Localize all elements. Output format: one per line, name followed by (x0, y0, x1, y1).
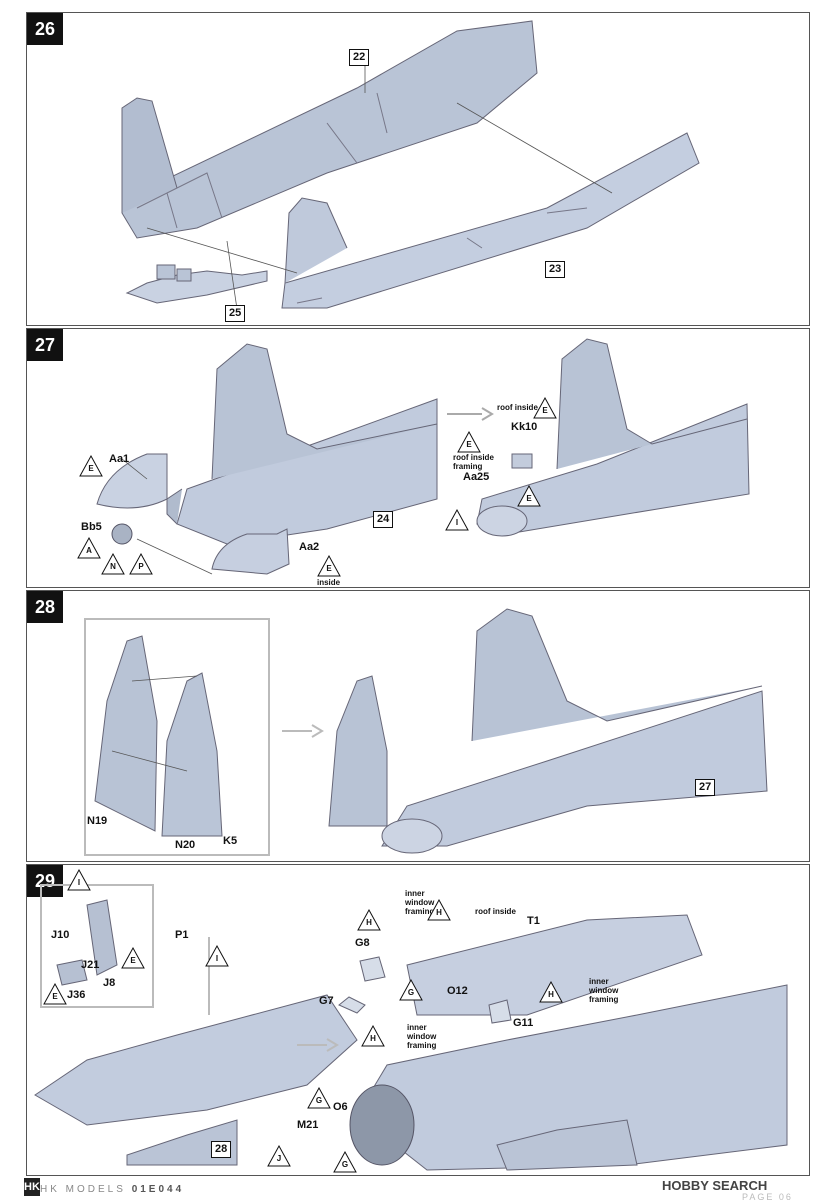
step-29-drawing (34, 884, 788, 1171)
color-callout-triangle: J (267, 1145, 291, 1167)
part-g8-label: G8 (355, 937, 370, 949)
part-aa1-label: Aa1 (109, 453, 130, 465)
color-callout-triangle: P (129, 553, 153, 575)
color-callout-triangle: H (539, 981, 563, 1003)
color-callout-triangle: E (517, 485, 541, 507)
roof-inside-framing-note: roof inside framing (453, 453, 494, 471)
part-ref-23: 23 (545, 261, 566, 278)
part-bb5-label: Bb5 (81, 521, 102, 533)
color-callout-triangle: I (205, 945, 229, 967)
color-callout-triangle: E (533, 397, 557, 419)
part-ref-22: 22 (349, 49, 370, 66)
step-28-panel: 28 N19 N20 K5 27 (26, 590, 810, 862)
color-callout-triangle: I (67, 869, 91, 891)
part-o12-label: O12 (447, 985, 468, 997)
part-k5-label: K5 (223, 835, 238, 847)
color-callout-triangle: G (333, 1151, 357, 1173)
hobby-search-watermark: HOBBY SEARCH (662, 1178, 768, 1193)
color-callout-triangle: H (357, 909, 381, 931)
part-n20-label: N20 (175, 839, 196, 851)
step-number: 26 (27, 13, 63, 45)
color-callout-triangle: A (77, 537, 101, 559)
step-number: 28 (27, 591, 63, 623)
color-callout-triangle: G (399, 979, 423, 1001)
color-callout-triangle: E (43, 983, 67, 1005)
part-aa25-label: Aa25 (463, 471, 490, 483)
roof-inside-note: roof inside (475, 907, 516, 916)
part-p1-label: P1 (175, 929, 189, 941)
color-callout-triangle: G (307, 1087, 331, 1109)
color-callout-triangle: E (457, 431, 481, 453)
color-callout-triangle: E (121, 947, 145, 969)
hk-logo: HK (24, 1178, 40, 1196)
part-j36-label: J36 (67, 989, 86, 1001)
kit-code: 01E044 (131, 1184, 185, 1195)
step-28-drawing (84, 608, 768, 856)
part-o6-label: O6 (333, 1101, 348, 1113)
part-t1-label: T1 (527, 915, 540, 927)
step-26-drawing (121, 20, 700, 310)
step-number: 27 (27, 329, 63, 361)
part-m21-label: M21 (297, 1119, 319, 1131)
step-26-panel: 26 22 23 25 (26, 12, 810, 326)
color-callout-triangle: E (317, 555, 341, 577)
roof-inside-note: roof inside (497, 403, 538, 412)
part-j21-label: J21 (81, 959, 100, 971)
part-ref-28: 28 (211, 1141, 232, 1158)
color-callout-triangle: H (361, 1025, 385, 1047)
color-callout-triangle: N (101, 553, 125, 575)
inner-window-framing-note: inner window framing (405, 889, 435, 916)
part-j10-label: J10 (51, 929, 70, 941)
part-ref-27: 27 (695, 779, 716, 796)
part-g11-label: G11 (513, 1017, 534, 1029)
part-aa2-label: Aa2 (299, 541, 320, 553)
part-n19-label: N19 (87, 815, 108, 827)
inner-window-framing-note: inner window framing (589, 977, 619, 1004)
part-g7-label: G7 (319, 995, 334, 1007)
part-kk10-label: Kk10 (511, 421, 538, 433)
color-callout-triangle: H (427, 899, 451, 921)
footer-brand: HK MODELS 01E044 (40, 1184, 184, 1195)
part-ref-25: 25 (225, 305, 246, 322)
step-27-drawing (96, 338, 750, 575)
color-callout-triangle: I (445, 509, 469, 531)
color-callout-triangle: E (79, 455, 103, 477)
page-number: PAGE 06 (742, 1192, 793, 1202)
step-29-panel: 29 J10 J21 J8 J36 P1 T1 G8 G7 O12 G11 O6… (26, 864, 810, 1176)
inside-note: inside (317, 578, 341, 587)
brand-name: HK MODELS (40, 1184, 126, 1195)
step-27-panel: 27 Aa1 Bb5 Aa2 inside roof inside Kk10 r… (26, 328, 810, 588)
part-ref-24: 24 (373, 511, 394, 528)
part-j8-label: J8 (103, 977, 116, 989)
inner-window-framing-note: inner window framing (407, 1023, 437, 1050)
